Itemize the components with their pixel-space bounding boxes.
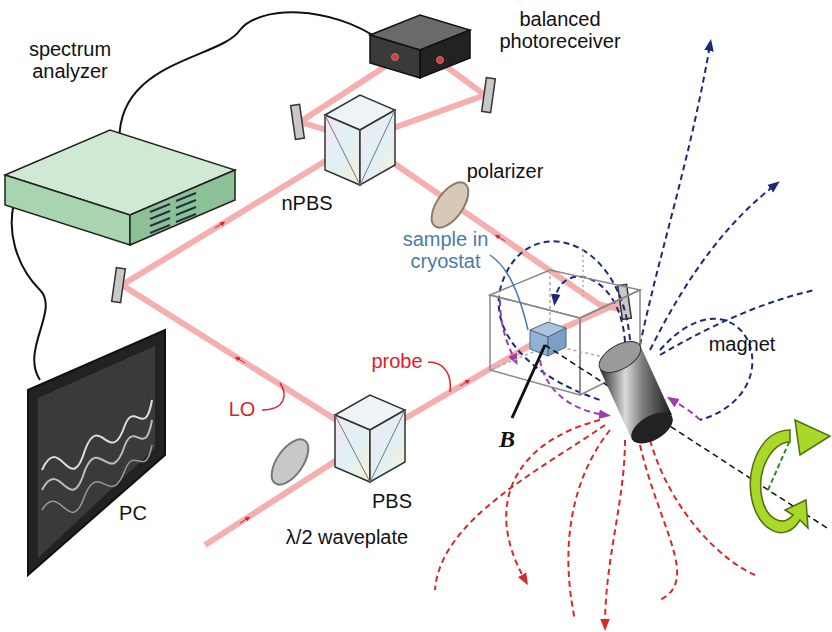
component-label: polarizer bbox=[455, 160, 555, 182]
leader-line bbox=[262, 383, 284, 410]
device-label: balanced photoreceiver bbox=[490, 8, 630, 52]
sample bbox=[530, 322, 566, 356]
leader-line bbox=[428, 362, 450, 392]
beam-arrow bbox=[215, 223, 505, 523]
magnetic-field-lines bbox=[435, 45, 815, 625]
magnet bbox=[594, 335, 678, 450]
beam-label: LO bbox=[222, 398, 262, 420]
component-label: sample in cryostat bbox=[393, 228, 498, 272]
laser-beam bbox=[122, 60, 625, 545]
beam-label: probe bbox=[365, 350, 429, 372]
npbs-cube bbox=[325, 95, 395, 185]
rotation-arrow bbox=[750, 420, 830, 533]
balanced-photoreceiver bbox=[370, 15, 470, 78]
component-label: λ/2 waveplate bbox=[262, 526, 432, 548]
leader-line bbox=[490, 255, 528, 330]
waveplate bbox=[264, 433, 315, 491]
device-label: spectrum analyzer bbox=[10, 38, 130, 82]
mirror bbox=[112, 78, 632, 320]
field-vector bbox=[512, 345, 545, 418]
component-label: nPBS bbox=[272, 192, 342, 214]
pbs-cube bbox=[335, 395, 405, 482]
polarizer bbox=[424, 176, 475, 234]
field-label: B bbox=[492, 426, 522, 452]
pc-monitor bbox=[28, 330, 165, 575]
device-label: PC bbox=[108, 502, 158, 524]
spectrum-analyzer bbox=[5, 130, 235, 245]
component-label: magnet bbox=[692, 333, 792, 355]
component-label: PBS bbox=[362, 490, 422, 512]
